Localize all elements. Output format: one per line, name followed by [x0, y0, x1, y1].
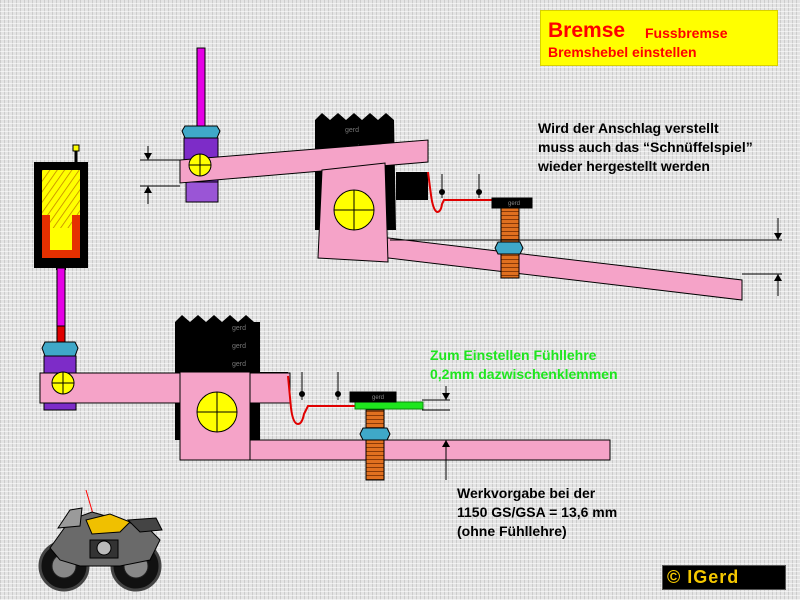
note-line: Werkvorgabe bei der [457, 485, 596, 501]
brake-lever-arm-top [179, 139, 429, 184]
note-factory-spec: Werkvorgabe bei der 1150 GS/GSA = 13,6 m… [457, 484, 617, 541]
note-line: (ohne Fühllehre) [457, 523, 567, 539]
gerd-watermark: gerd [508, 201, 520, 207]
gerd-watermark: gerd [345, 127, 359, 134]
note-line: Zum Einstellen Fühllehre [430, 347, 597, 363]
brake-lever-arm-bottom [39, 372, 291, 404]
foot-lever-bottom [249, 439, 611, 461]
foot-lever-top [379, 236, 743, 301]
note-feeler-gauge: Zum Einstellen Fühllehre 0,2mm dazwische… [430, 346, 618, 384]
copyright-badge: © IGerd [662, 565, 786, 590]
gerd-watermark: gerd [232, 343, 246, 350]
gerd-watermark: gerd [372, 395, 384, 401]
feeler-gauge [354, 401, 424, 410]
motorcycle-illustration [38, 489, 163, 592]
note-line: Wird der Anschlag verstellt [538, 120, 719, 136]
stop-bolt-top: gerd [491, 197, 533, 279]
title-subtitle-adjust: Bremshebel einstellen [548, 44, 697, 60]
note-line: 1150 GS/GSA = 13,6 mm [457, 504, 618, 520]
dimension-markers-top [140, 146, 782, 296]
note-line: 0,2mm dazwischenklemmen [430, 366, 618, 382]
return-spring-bottom [287, 375, 362, 426]
master-cylinder [34, 144, 88, 270]
return-spring-top [427, 171, 500, 214]
gerd-watermark: gerd [232, 361, 246, 368]
note-adjustment-warning: Wird der Anschlag verstellt muss auch da… [538, 119, 753, 176]
note-line: wieder hergestellt werden [538, 158, 710, 174]
dimension-markers-bottom [299, 372, 450, 480]
push-rod-upper [196, 47, 206, 129]
title-box: Bremse Fussbremse Bremshebel einstellen [540, 10, 778, 66]
stop-bolt-bottom: gerd [349, 391, 397, 481]
title-main: Bremse [548, 19, 626, 42]
title-subtitle-brake-type: Fussbremse [645, 25, 728, 41]
push-rod-lower [56, 267, 66, 343]
note-line: muss auch das “Schnüffelspiel” [538, 139, 753, 155]
gerd-watermark: gerd [232, 325, 246, 332]
